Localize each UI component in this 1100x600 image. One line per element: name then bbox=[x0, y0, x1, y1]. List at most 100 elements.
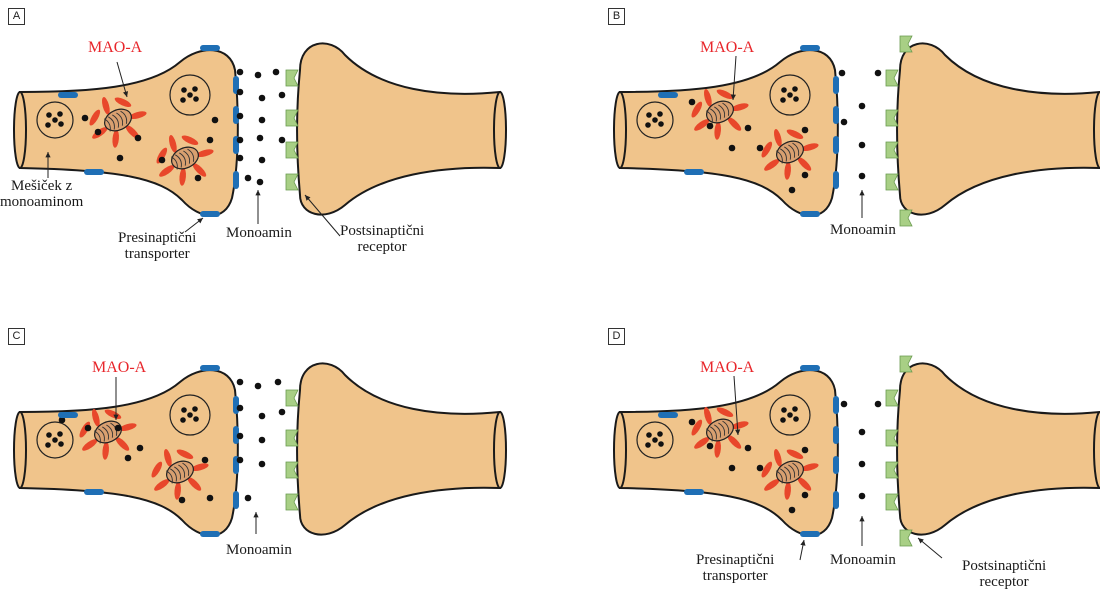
vesicle-monoamine bbox=[658, 441, 664, 447]
cytoplasmic-monoamine bbox=[689, 99, 696, 106]
cytoplasmic-monoamine bbox=[789, 187, 796, 194]
cytoplasmic-monoamine bbox=[729, 145, 736, 152]
vesicle-monoamine bbox=[181, 407, 187, 413]
arrow-head bbox=[255, 190, 260, 195]
synaptic-monoamine bbox=[273, 69, 280, 76]
synaptic-monoamine bbox=[237, 69, 244, 76]
postsynaptic-receptor bbox=[886, 174, 898, 190]
presynaptic-transporter bbox=[84, 489, 104, 495]
vesicle-monoamine bbox=[652, 437, 658, 443]
presynaptic-transporter bbox=[800, 531, 820, 537]
synaptic-monoamine bbox=[875, 70, 882, 77]
postsynaptic-receptor bbox=[900, 530, 912, 546]
synaptic-monoamine bbox=[259, 95, 266, 102]
postsynaptic-neuron bbox=[297, 43, 500, 214]
presynaptic-transporter bbox=[658, 92, 678, 98]
presynaptic-transporter bbox=[800, 365, 820, 371]
postsynaptic-neuron bbox=[897, 43, 1100, 214]
postsynaptic-receptor bbox=[286, 462, 298, 478]
synaptic-monoamine bbox=[237, 457, 244, 464]
synaptic-monoamine bbox=[237, 89, 244, 96]
vesicle-monoamine bbox=[187, 412, 193, 418]
synaptic-monoamine bbox=[259, 413, 266, 420]
vesicle-monoamine bbox=[646, 112, 652, 118]
presynaptic-transporter bbox=[658, 412, 678, 418]
vesicle-monoamine bbox=[646, 432, 652, 438]
monoamine-label: Monoamin bbox=[226, 225, 292, 241]
synaptic-monoamine bbox=[259, 157, 266, 164]
monoamine-label: Monoamin bbox=[830, 222, 896, 238]
postsynaptic-receptor bbox=[286, 494, 298, 510]
cytoplasmic-monoamine bbox=[179, 497, 186, 504]
synapse-panel-C bbox=[14, 363, 506, 537]
vesicle-monoamine bbox=[781, 407, 787, 413]
vesicle-monoamine bbox=[657, 431, 663, 437]
cytoplasmic-monoamine bbox=[95, 129, 102, 136]
vesicle-monoamine bbox=[645, 122, 651, 128]
synaptic-monoamine bbox=[259, 437, 266, 444]
arrow-head bbox=[253, 512, 258, 517]
synaptic-monoamine bbox=[255, 72, 262, 79]
vesicle-monoamine bbox=[193, 96, 199, 102]
synaptic-monoamine bbox=[839, 70, 846, 77]
cytoplasmic-monoamine bbox=[729, 465, 736, 472]
vesicle-monoamine bbox=[58, 121, 64, 127]
mao-a-label: MAO-A bbox=[700, 360, 754, 376]
cytoplasmic-monoamine bbox=[159, 157, 166, 164]
synaptic-monoamine bbox=[279, 409, 286, 416]
postsynaptic-receptor bbox=[900, 36, 912, 52]
transporter-label: Presinaptičnitransporter bbox=[696, 552, 774, 584]
presynaptic-transporter bbox=[200, 211, 220, 217]
presynaptic-transporter bbox=[233, 171, 239, 189]
presynaptic-transporter bbox=[200, 531, 220, 537]
presynaptic-transporter bbox=[833, 426, 839, 444]
cytoplasmic-monoamine bbox=[802, 127, 809, 134]
presynaptic-transporter bbox=[233, 491, 239, 509]
cytoplasmic-monoamine bbox=[82, 115, 89, 122]
presynaptic-transporter bbox=[833, 136, 839, 154]
vesicle-monoamine bbox=[181, 87, 187, 93]
postsynaptic-dendrite-end bbox=[1094, 412, 1100, 488]
vesicle-monoamine bbox=[52, 437, 58, 443]
cytoplasmic-monoamine bbox=[689, 419, 696, 426]
synaptic-monoamine bbox=[859, 429, 866, 436]
presynaptic-neuron bbox=[20, 370, 238, 535]
presynaptic-axon-end bbox=[614, 92, 626, 168]
postsynaptic-receptor bbox=[886, 142, 898, 158]
synaptic-monoamine bbox=[245, 175, 252, 182]
cytoplasmic-monoamine bbox=[117, 155, 124, 162]
cytoplasmic-monoamine bbox=[115, 425, 122, 432]
synaptic-monoamine bbox=[279, 92, 286, 99]
cytoplasmic-monoamine bbox=[195, 175, 202, 182]
cytoplasmic-monoamine bbox=[125, 455, 132, 462]
synaptic-monoamine bbox=[255, 383, 262, 390]
synaptic-monoamine bbox=[237, 433, 244, 440]
vesicle-monoamine bbox=[45, 442, 51, 448]
vesicle-monoamine bbox=[658, 121, 664, 127]
vesicle-label: Mešiček zmonoaminom bbox=[0, 178, 83, 210]
panel-letter: D bbox=[608, 328, 625, 345]
synaptic-monoamine bbox=[841, 119, 848, 126]
postsynaptic-receptor bbox=[886, 462, 898, 478]
postsynaptic-receptor bbox=[900, 356, 912, 372]
synaptic-monoamine bbox=[275, 379, 282, 386]
cytoplasmic-monoamine bbox=[802, 172, 809, 179]
vesicle-monoamine bbox=[792, 86, 798, 92]
synaptic-monoamine bbox=[859, 173, 866, 180]
cytoplasmic-monoamine bbox=[207, 137, 214, 144]
vesicle-monoamine bbox=[793, 96, 799, 102]
vesicle-monoamine bbox=[781, 87, 787, 93]
synaptic-monoamine bbox=[237, 137, 244, 144]
cytoplasmic-monoamine bbox=[707, 443, 714, 450]
postsynaptic-dendrite-end bbox=[1094, 92, 1100, 168]
arrow-head bbox=[800, 540, 805, 546]
presynaptic-transporter bbox=[200, 365, 220, 371]
cytoplasmic-monoamine bbox=[745, 445, 752, 452]
vesicle-monoamine bbox=[46, 112, 52, 118]
postsynaptic-dendrite-end bbox=[494, 92, 506, 168]
synapse-panel-A bbox=[14, 43, 506, 236]
postsynaptic-dendrite-end bbox=[494, 412, 506, 488]
synapse-panel-B bbox=[614, 36, 1100, 226]
postsynaptic-receptor bbox=[886, 390, 898, 406]
